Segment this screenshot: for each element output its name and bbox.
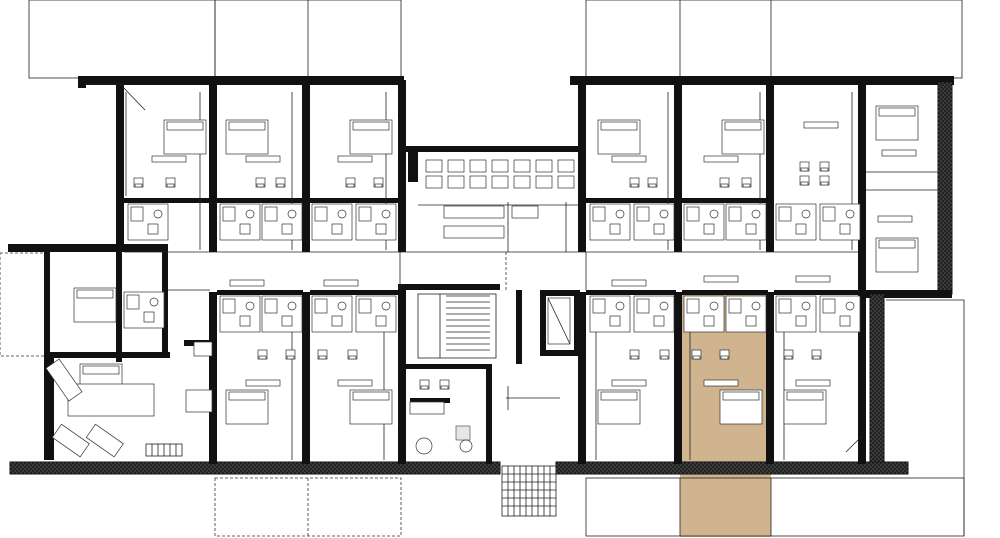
furniture-chairs: [133, 161, 830, 390]
furniture-tables: [45, 159, 575, 458]
furniture-beds: [73, 105, 919, 425]
balcony-outlines: [0, 0, 965, 537]
structural-walls: [8, 76, 954, 475]
furniture-bathrooms: [123, 203, 861, 333]
furniture-desks: [151, 121, 917, 387]
